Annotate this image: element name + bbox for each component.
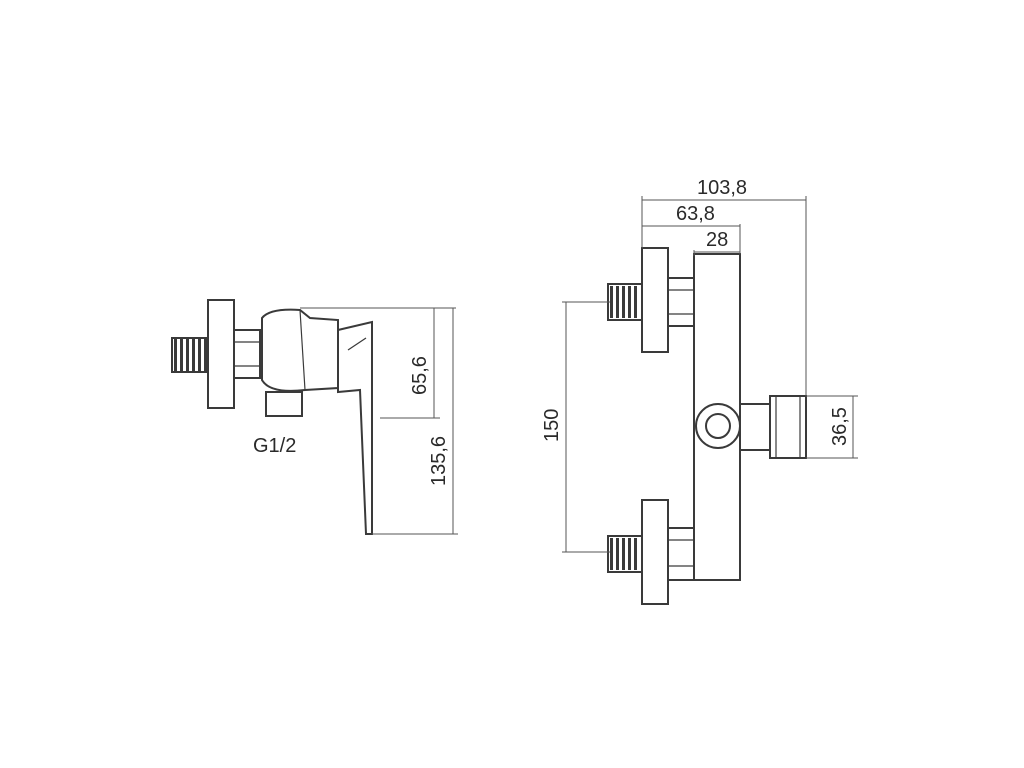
front-dim-150-label: 150	[541, 409, 563, 442]
front-dim-63-label: 63,8	[676, 203, 715, 225]
side-dimension-handle-height: 65,6	[300, 307, 456, 419]
side-dimension-total-height: 135,6	[372, 308, 458, 535]
front-dim-103-label: 103,8	[697, 177, 747, 199]
side-flange	[207, 299, 235, 409]
side-connector-nut	[233, 329, 261, 379]
side-inlet-thread	[171, 337, 209, 373]
side-outlet-stub	[265, 391, 303, 417]
front-dimension-total-width: 103,8	[641, 177, 807, 396]
side-dim-135-label: 135,6	[428, 436, 450, 486]
side-thread-label: G1/2	[253, 435, 296, 457]
front-dim-28-label: 28	[706, 229, 728, 251]
front-dim-36-label: 36,5	[829, 407, 851, 446]
front-cartridge	[695, 403, 741, 449]
front-dimension-center-distance: 150	[541, 301, 610, 553]
front-top-inlet	[607, 247, 695, 353]
side-mixer-body	[261, 308, 339, 392]
front-dimension-outlet-diameter: 36,5	[806, 395, 858, 459]
front-bottom-inlet	[607, 499, 695, 605]
front-view: 103,8 63,8 28 150 36,5	[541, 177, 858, 605]
front-dimension-body-width: 28	[693, 229, 740, 256]
side-dim-65-label: 65,6	[409, 356, 431, 395]
side-view: G1/2 65,6 135,6	[171, 299, 458, 535]
front-outlet	[739, 395, 807, 459]
front-dimension-mid-width: 63,8	[642, 203, 741, 254]
side-lever-handle	[337, 320, 373, 535]
